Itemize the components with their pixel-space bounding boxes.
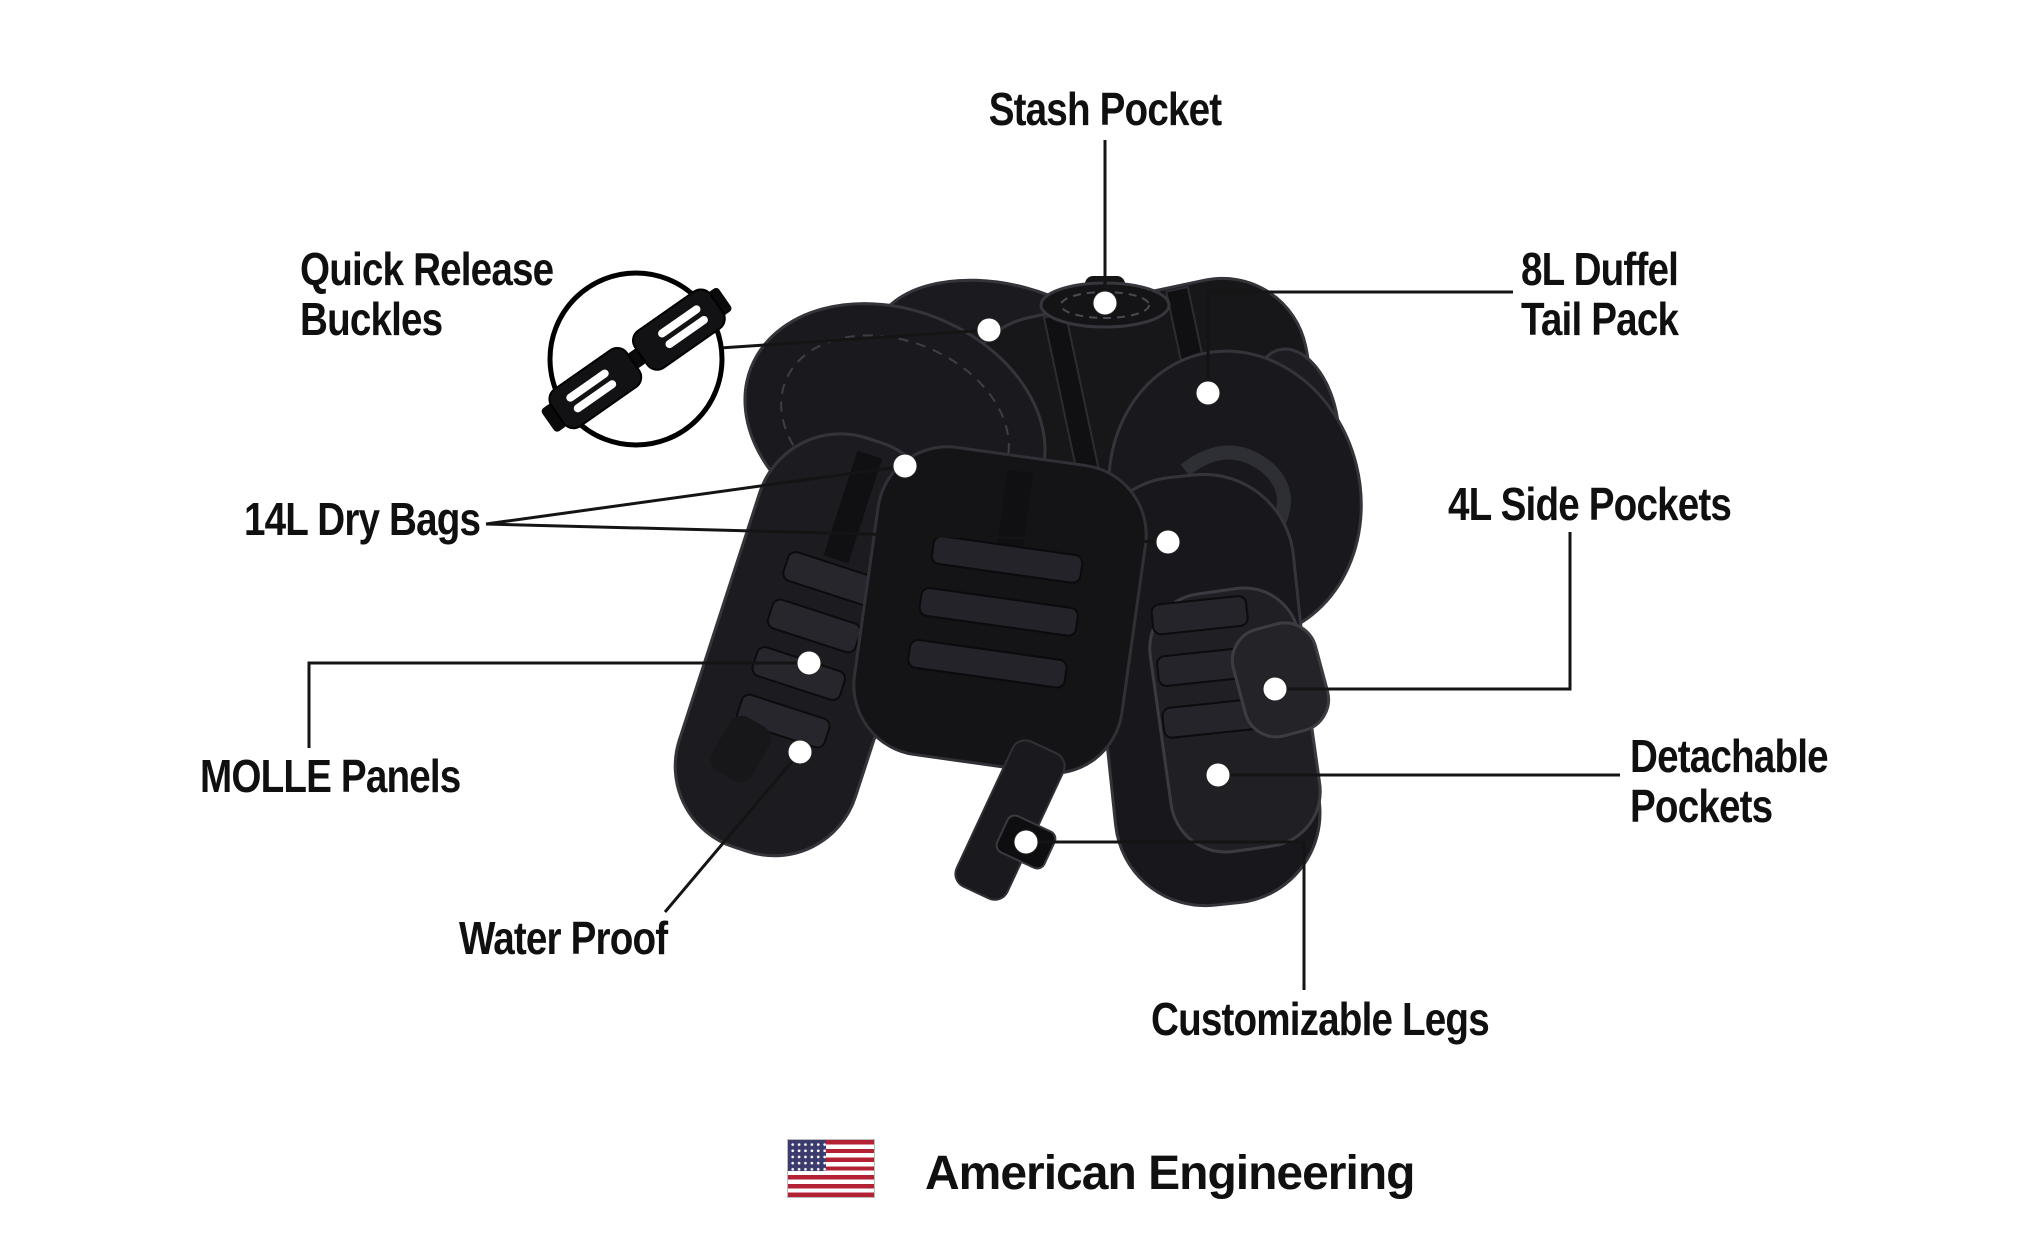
tail-bag-illustration (673, 276, 1363, 908)
quick-release-buckles-icon (541, 270, 732, 448)
dry-bags-line-right (485, 522, 1169, 544)
callout-dots (787, 290, 1288, 855)
duffel-line (1206, 290, 1513, 393)
us-flag-canton (788, 1140, 826, 1171)
legs-line (1026, 840, 1306, 990)
dry-bag-left-dot (892, 453, 918, 479)
left-strap-tail (710, 715, 772, 783)
detachable-line2: Pockets (1630, 780, 1773, 832)
duffel-dot (1195, 380, 1221, 406)
us-flag-icon (787, 1139, 875, 1198)
side-pocket-dot (1262, 676, 1288, 702)
quick-release-line2: Buckles (300, 293, 443, 345)
water-proof-dot (787, 739, 813, 765)
duffel-line2: Tail Pack (1521, 293, 1679, 345)
quick-release-line (719, 328, 990, 350)
detachable-line1: Detachable (1630, 730, 1829, 782)
detachable-dot (1205, 762, 1231, 788)
molle-line (307, 661, 809, 748)
right-bag-handle (1180, 445, 1291, 534)
molle-dot (796, 650, 822, 676)
side-pockets-label: 4L Side Pockets (1448, 478, 1732, 530)
duffel-line1: 8L Duffel (1521, 243, 1679, 295)
side-pockets-line (1275, 532, 1572, 691)
stash-pocket-dot (1092, 290, 1118, 316)
quick-release-buckles-label: Quick Release Buckles (300, 243, 554, 345)
stash-pocket-label: Stash Pocket (988, 83, 1222, 135)
customizable-legs-label: Customizable Legs (1151, 993, 1490, 1045)
right-leg-molle (1150, 595, 1260, 739)
water-proof-line (663, 751, 802, 913)
duffel-tail-pack-label: 8L Duffel Tail Pack (1521, 243, 1679, 345)
quick-release-dot (976, 317, 1002, 343)
dry-bags-line-left (485, 464, 906, 526)
detachable-pockets-label: Detachable Pockets (1630, 730, 1829, 832)
dry-bag-right-dot (1155, 529, 1181, 555)
dry-bags-label: 14L Dry Bags (243, 493, 481, 545)
quick-release-line1: Quick Release (300, 243, 554, 295)
water-proof-label: Water Proof (459, 912, 668, 964)
legs-dot (1013, 829, 1039, 855)
molle-panels-label: MOLLE Panels (200, 750, 461, 802)
callout-lines (307, 140, 1620, 990)
american-engineering-label: American Engineering (925, 1147, 1415, 1200)
front-panel-molle (907, 469, 1084, 689)
